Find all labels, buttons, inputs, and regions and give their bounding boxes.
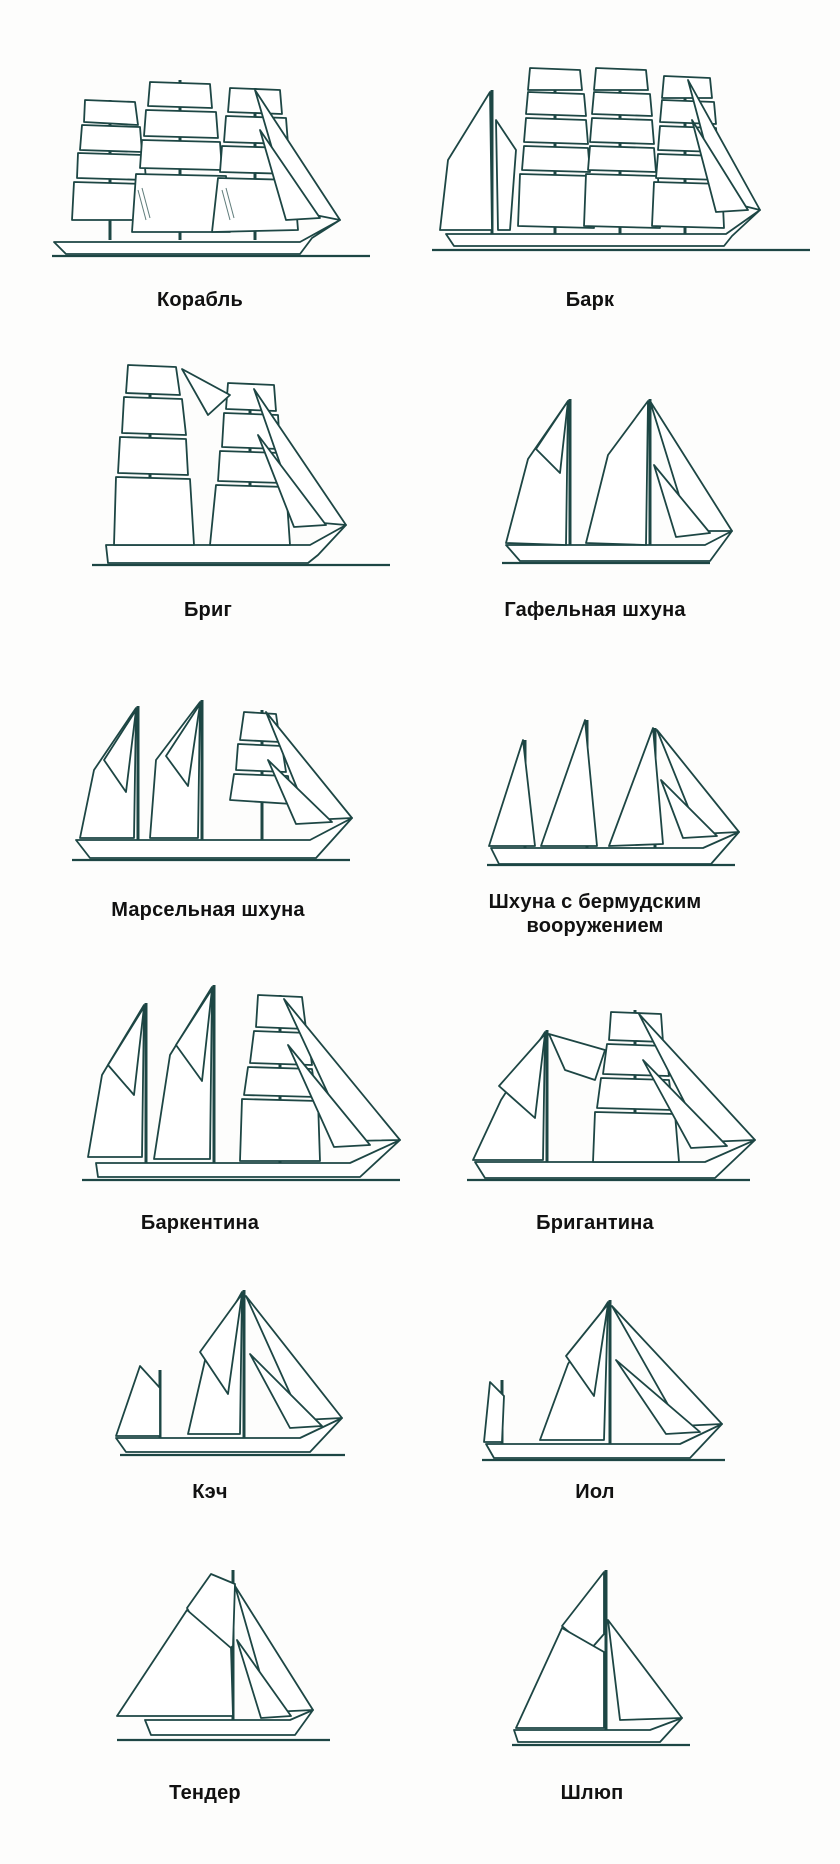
cutter-icon (116, 1570, 330, 1742)
ship-label-gafelnaya-shkhuna: Гафельная шхуна (504, 599, 686, 621)
ketch-icon (115, 1290, 345, 1457)
ship-illustration-bermuda-shkhuna (485, 719, 755, 870)
ship-label-marselnaya-shkhuna: Марсельная шхуна (111, 899, 305, 921)
ship-illustration-brig (90, 355, 410, 570)
yawl-icon (482, 1300, 725, 1462)
ship-illustration-barkentina (80, 985, 410, 1185)
brig-ship-icon (92, 364, 390, 567)
topsail-schooner-icon (72, 700, 353, 862)
ship-illustration-kech (110, 1290, 350, 1460)
ship-illustration-gafelnaya-shkhuna (500, 395, 760, 570)
ship-label-iol: Иол (575, 1481, 615, 1503)
barquentine-icon (82, 985, 401, 1182)
ship-label-shlyup: Шлюп (560, 1782, 624, 1804)
ship-illustration-shlyup (510, 1570, 700, 1750)
ship-label-brig: Бриг (183, 599, 233, 621)
gaff-schooner-icon (502, 399, 733, 565)
ship-label-barkentina: Баркентина (140, 1212, 260, 1234)
ship-illustration-iol (480, 1300, 730, 1465)
ship-illustration-brigantina (465, 1000, 775, 1185)
ship-label-bark: Барк (565, 289, 615, 311)
ship-illustration-bark (430, 60, 810, 260)
ship-label-bermuda-shkhuna: Шхуна с бермудским вооружением (489, 890, 702, 938)
ship-illustration-tender (115, 1570, 345, 1745)
bark-ship-icon (432, 67, 810, 252)
ship-label-tender: Тендер (169, 1782, 241, 1804)
ship-label-bermuda-line2: вооружением (526, 915, 664, 937)
ship-label-korabl: Корабль (156, 289, 244, 311)
bermuda-schooner-icon (487, 719, 740, 867)
full-rigged-ship-icon (52, 80, 370, 258)
brigantine-icon (467, 1010, 756, 1182)
ship-label-kech: Кэч (192, 1481, 228, 1503)
ship-label-brigantina: Бригантина (536, 1212, 654, 1234)
ship-illustration-marselnaya-shkhuna (70, 700, 370, 865)
ship-illustration-korabl (50, 70, 370, 260)
sloop-icon (512, 1570, 690, 1747)
ship-label-bermuda-line1: Шхуна с бермудским (488, 891, 702, 913)
